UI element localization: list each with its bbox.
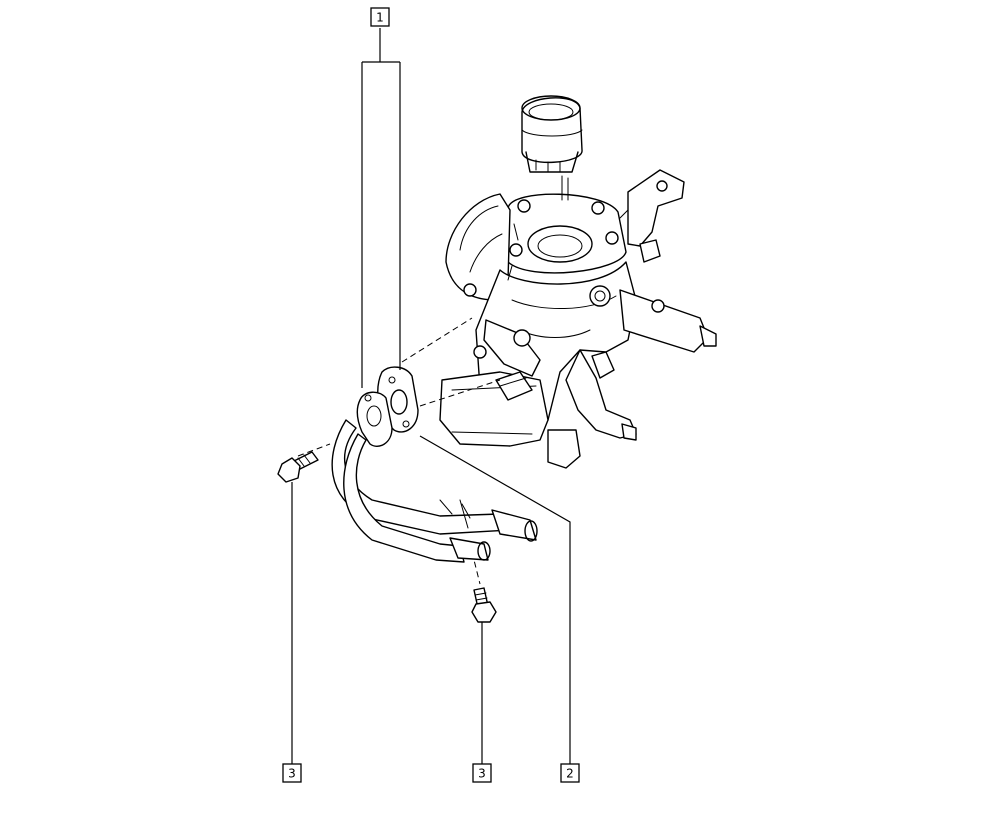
leader-lines [291,28,571,764]
callout-2: 2 [560,763,580,783]
engine-assembly-drawing [439,95,717,469]
bolt-left [277,451,319,483]
callout-2-label: 2 [566,767,574,781]
callout-3-bottom: 3 [472,763,492,783]
callout-1-label: 1 [376,11,384,25]
bolt-bottom [471,587,497,623]
callout-3-left: 3 [282,763,302,783]
pipe-assembly [331,391,538,563]
callout-3-left-label: 3 [288,767,296,781]
callout-1: 1 [370,7,390,27]
callout-3-bottom-label: 3 [478,767,486,781]
